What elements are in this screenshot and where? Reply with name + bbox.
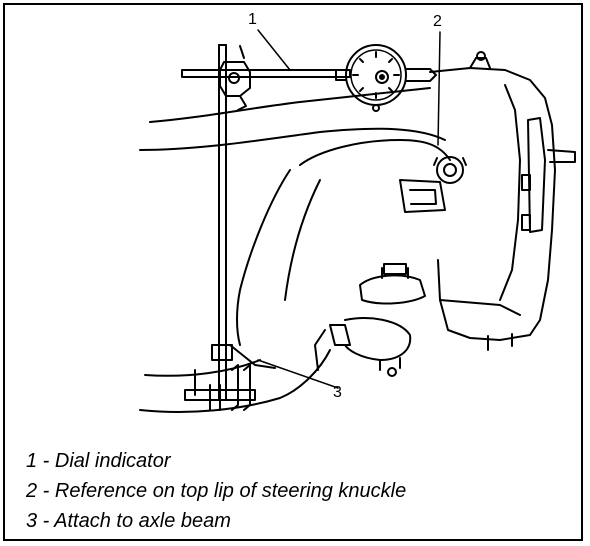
callout-3: 3 (333, 384, 342, 401)
figure-frame (3, 3, 583, 541)
steering-knuckle (429, 51, 576, 351)
legend-item-1: 1 - Dial indicator (26, 450, 171, 472)
leader-lines (257, 29, 441, 389)
hub-nut (433, 156, 467, 184)
legend-item-2: 2 - Reference on top lip of steering knu… (26, 480, 407, 502)
legend-item-3: 3 - Attach to axle beam (26, 510, 231, 532)
tie-rod-end (314, 263, 426, 377)
dial-indicator (335, 44, 437, 112)
legend: 1 - Dial indicator 2 - Reference on top … (26, 446, 566, 536)
indicator-support-rod (184, 44, 276, 411)
indicator-arm (181, 45, 351, 111)
callout-2: 2 (433, 13, 442, 30)
axle-dial-indicator-illustration (139, 29, 576, 413)
callout-1: 1 (248, 11, 257, 28)
axle-beam (139, 87, 451, 413)
